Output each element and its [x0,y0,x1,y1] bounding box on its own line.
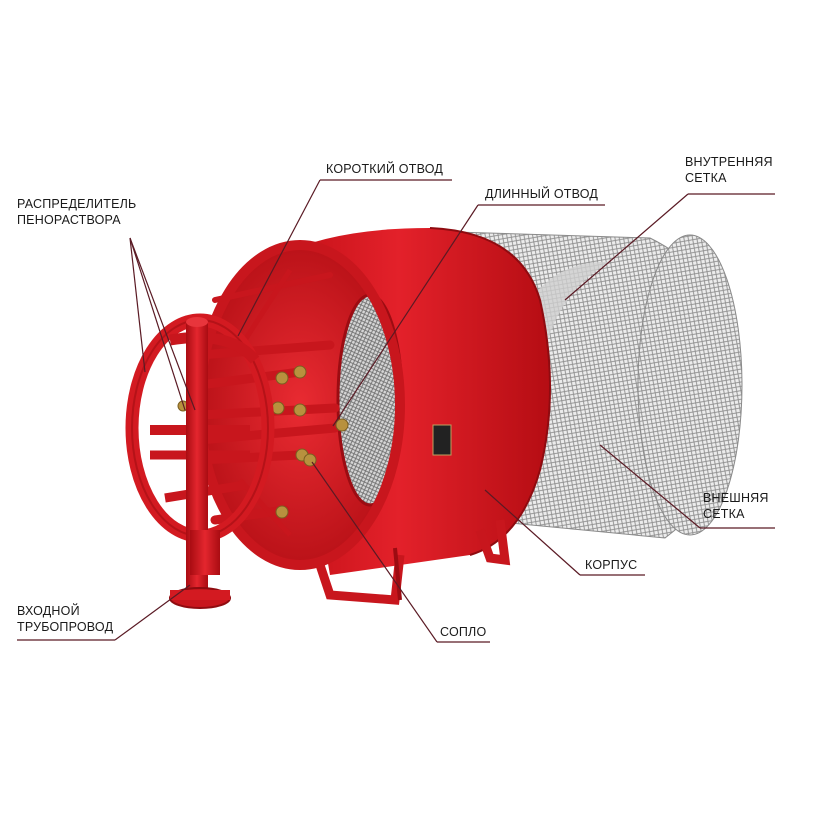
label-inner-mesh-line1: ВНУТРЕННЯЯ [685,155,773,169]
label-short-branch: КОРОТКИЙ ОТВОД [326,162,444,176]
leader-distributor-1 [129,237,146,373]
leader-nozzle-arrow [311,461,438,643]
label-outer-mesh-line1: ВНЕШНЯЯ [703,491,769,505]
label-foam-distributor-line2: ПЕНОРАСТВОРА [17,213,121,227]
label-inlet-pipe: ВХОДНОЙ ТРУБОПРОВОД [17,603,113,635]
label-outer-mesh-line2: СЕТКА [703,507,745,521]
label-foam-distributor: РАСПРЕДЕЛИТЕЛЬ ПЕНОРАСТВОРА [17,196,136,228]
label-inlet-pipe-line2: ТРУБОПРОВОД [17,620,114,634]
label-body: КОРПУС [585,558,638,572]
leader-inlet-arrow [114,584,191,641]
inlet-pipe [169,317,231,609]
leader-distributor-2 [129,237,196,411]
label-inner-mesh: ВНУТРЕННЯЯ СЕТКА [685,154,773,186]
leader-lines [17,179,775,643]
leader-short-branch-arrow [237,179,321,337]
leader-inner-mesh-arrow [564,193,689,301]
inner-mesh [530,261,610,350]
label-nozzle: СОПЛО [440,625,487,639]
leader-long-branch-arrow [332,204,479,427]
label-foam-distributor-line1: РАСПРЕДЕЛИТЕЛЬ [17,197,137,211]
label-inner-mesh-line2: СЕТКА [685,171,727,185]
label-long-branch: ДЛИННЫЙ ОТВОД [485,187,599,201]
leader-body-arrow [484,489,581,576]
label-inlet-pipe-line1: ВХОДНОЙ [17,604,80,618]
label-outer-mesh: ВНЕШНЯЯ СЕТКА [703,490,769,522]
leader-outer-mesh-arrow [599,444,701,529]
leader-distributor-3 [129,237,186,411]
nozzles [177,331,349,519]
